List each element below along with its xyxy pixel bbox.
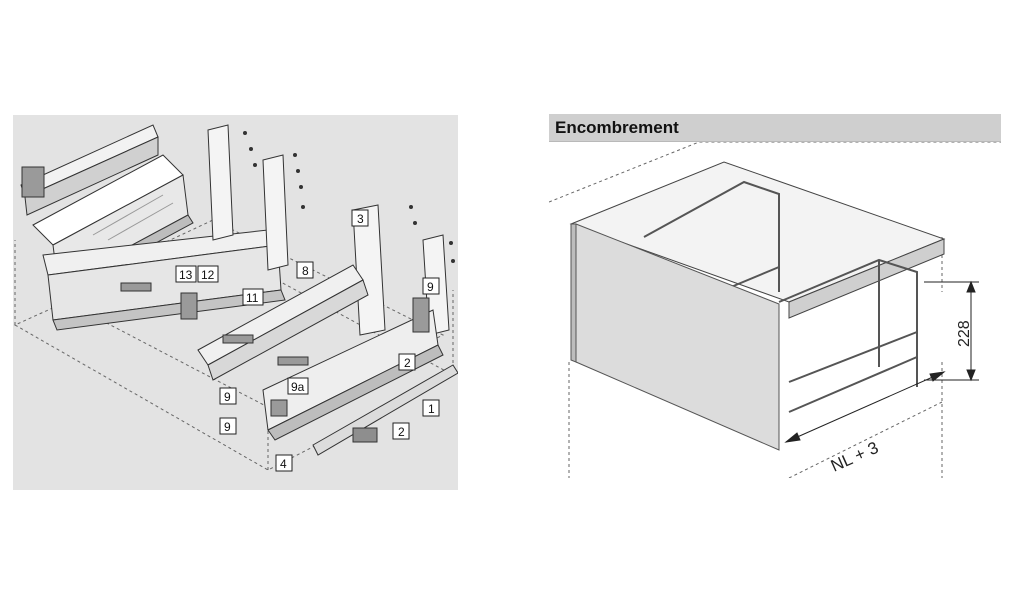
svg-text:9: 9 bbox=[427, 280, 434, 294]
svg-text:13: 13 bbox=[179, 268, 193, 282]
svg-text:2: 2 bbox=[398, 425, 405, 439]
callout-12: 12 bbox=[197, 265, 219, 283]
screws bbox=[243, 131, 455, 263]
depth-dimension bbox=[784, 371, 946, 443]
callout-9-right: 9 bbox=[422, 277, 440, 295]
callout-3: 3 bbox=[351, 209, 369, 227]
encombrement-title: Encombrement bbox=[555, 118, 679, 137]
callout-13: 13 bbox=[175, 265, 197, 283]
svg-text:9a: 9a bbox=[291, 380, 305, 394]
height-dimension-label: 228 bbox=[956, 320, 973, 347]
cabinet-dashed-outline bbox=[549, 142, 1001, 478]
svg-text:11: 11 bbox=[246, 291, 259, 305]
svg-text:9: 9 bbox=[224, 420, 231, 434]
middle-drawer-side bbox=[42, 229, 286, 331]
svg-text:1: 1 bbox=[428, 402, 435, 416]
svg-text:2: 2 bbox=[404, 356, 411, 370]
exploded-assembly-diagram: 13 12 11 8 3 9 2 9 9a 1 9 2 4 bbox=[13, 115, 459, 490]
encombrement-panel: Encombrement bbox=[549, 114, 1001, 478]
svg-text:9: 9 bbox=[224, 390, 231, 404]
drawer-frame bbox=[643, 180, 918, 413]
fittings bbox=[120, 282, 430, 417]
svg-text:3: 3 bbox=[357, 212, 364, 226]
svg-text:12: 12 bbox=[201, 268, 215, 282]
callout-11: 11 bbox=[242, 288, 264, 306]
callout-8: 8 bbox=[296, 261, 314, 279]
callout-9a: 9a bbox=[287, 377, 309, 395]
callout-4: 4 bbox=[275, 454, 293, 472]
callout-2-upper: 2 bbox=[398, 353, 416, 371]
callout-9-middle: 9 bbox=[219, 387, 237, 405]
callout-1: 1 bbox=[422, 399, 440, 417]
front-fixing-bracket bbox=[21, 166, 45, 198]
svg-text:8: 8 bbox=[302, 264, 309, 278]
callout-2-lower: 2 bbox=[392, 422, 410, 440]
encombrement-header: Encombrement bbox=[549, 114, 1001, 142]
exploded-drawing: 13 12 11 8 3 9 2 9 9a 1 9 2 4 bbox=[13, 124, 459, 472]
svg-text:4: 4 bbox=[280, 457, 287, 471]
encombrement-drawing: 228 NL + 3 bbox=[549, 142, 1001, 478]
callout-9-lower: 9 bbox=[219, 417, 237, 435]
rear-panel-posts bbox=[207, 124, 450, 336]
depth-dimension-label: NL + 3 bbox=[828, 438, 881, 476]
